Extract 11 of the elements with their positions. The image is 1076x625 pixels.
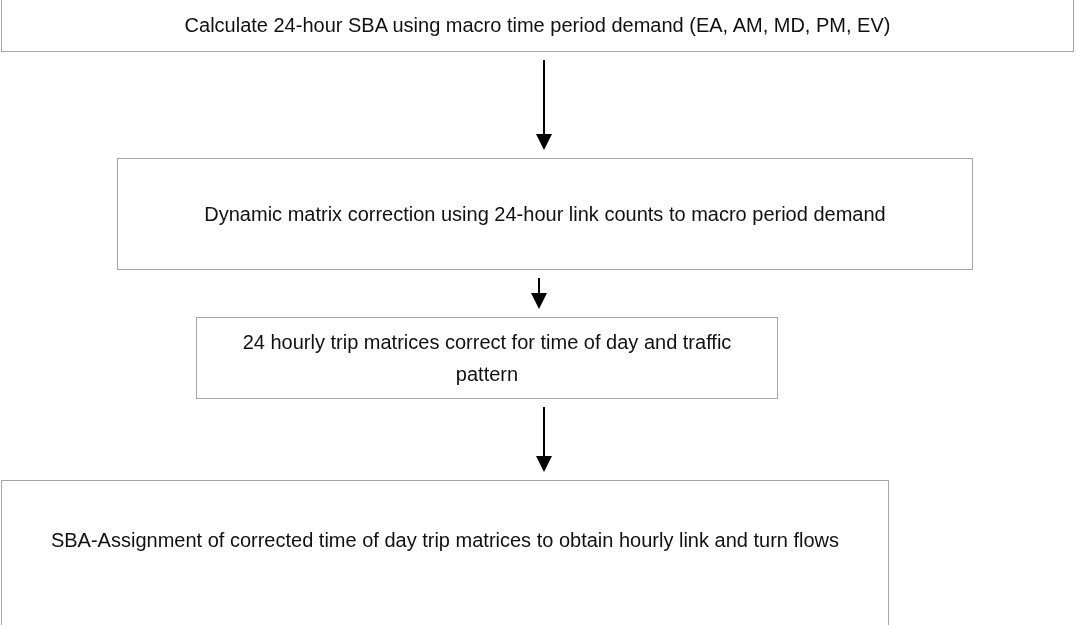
step-text: 24 hourly trip matrices correct for time of day and traffic pattern [242, 331, 732, 385]
arrow [536, 59, 552, 150]
step-text: Dynamic matrix correction using 24-hour link counts to macro period demand [204, 203, 886, 225]
arrow [531, 277, 547, 309]
step-text: Calculate 24-hour SBA using macro time period demand (EA, AM, MD, PM, EV) [184, 14, 891, 36]
step-text: SBA-Assignment of corrected time of day trip matrices to obtain hourly link and turn flows [50, 529, 840, 551]
process-box [1, 0, 1074, 52]
arrow [536, 406, 552, 472]
process-box [1, 480, 889, 625]
process-box [117, 158, 973, 270]
process-box [196, 317, 778, 399]
